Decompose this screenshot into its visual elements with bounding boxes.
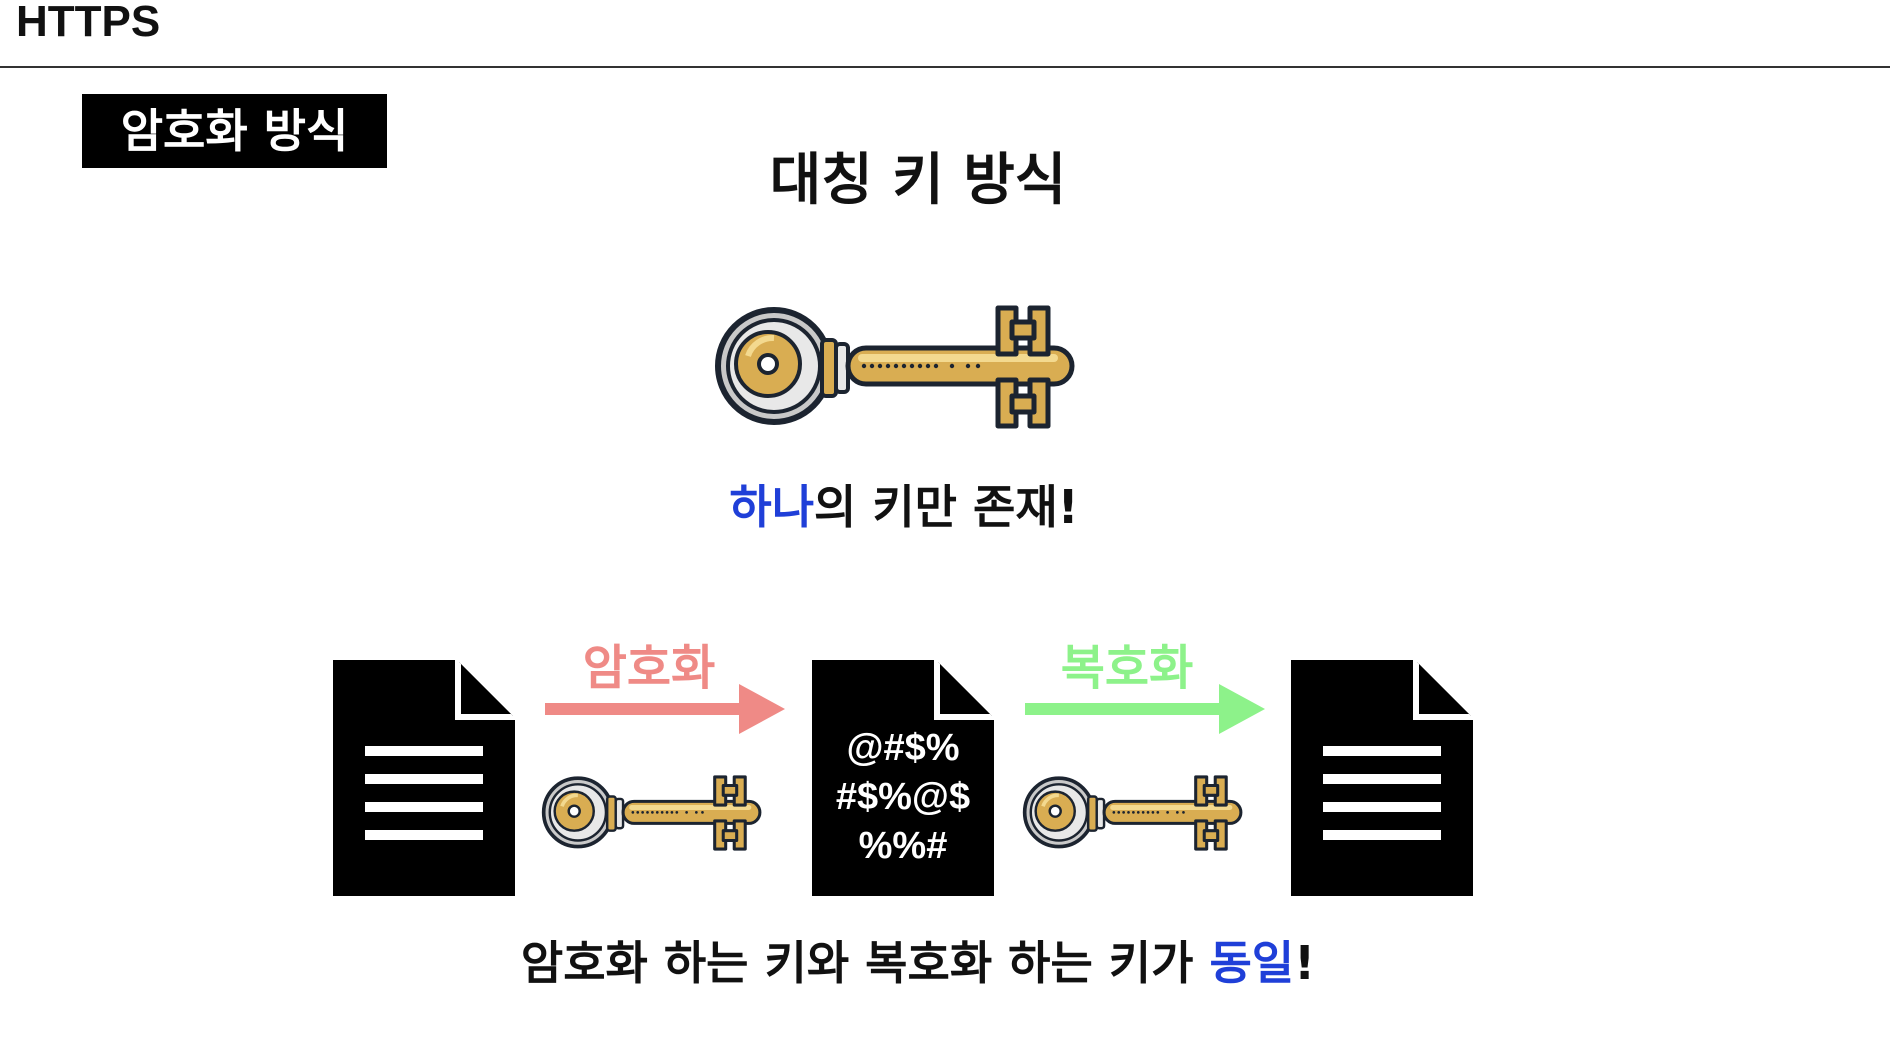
decrypted-document-icon — [1291, 660, 1473, 896]
decrypt-label: 복호화 — [1060, 640, 1194, 696]
key-caption-rest: 의 키만 존재! — [814, 480, 1079, 534]
bottom-caption: 암호화 하는 키와 복호화 하는 키가 동일! — [0, 938, 1836, 989]
decrypt-arrow-icon — [1025, 684, 1265, 734]
bottom-caption-highlight: 동일 — [1209, 936, 1295, 990]
section-badge: 암호화 방식 — [82, 94, 387, 168]
encrypt-label: 암호화 — [582, 640, 716, 696]
encrypt-arrow-icon — [545, 684, 785, 734]
key-icon — [540, 772, 766, 854]
bottom-caption-tail: ! — [1294, 936, 1316, 990]
cipher-text: @#$% #$%@$ %%# — [835, 727, 971, 867]
key-icon — [712, 300, 1082, 434]
bottom-caption-lead: 암호화 하는 키와 복호화 하는 키가 — [520, 936, 1210, 990]
slide-title: 대칭 키 방식 — [769, 148, 1067, 213]
key-caption: 하나의 키만 존재! — [0, 482, 1808, 533]
page-title: HTTPS — [16, 0, 161, 46]
key-caption-highlight: 하나 — [729, 480, 815, 534]
key-icon — [1021, 772, 1247, 854]
header-divider — [0, 66, 1890, 68]
plaintext-document-icon — [333, 660, 515, 896]
